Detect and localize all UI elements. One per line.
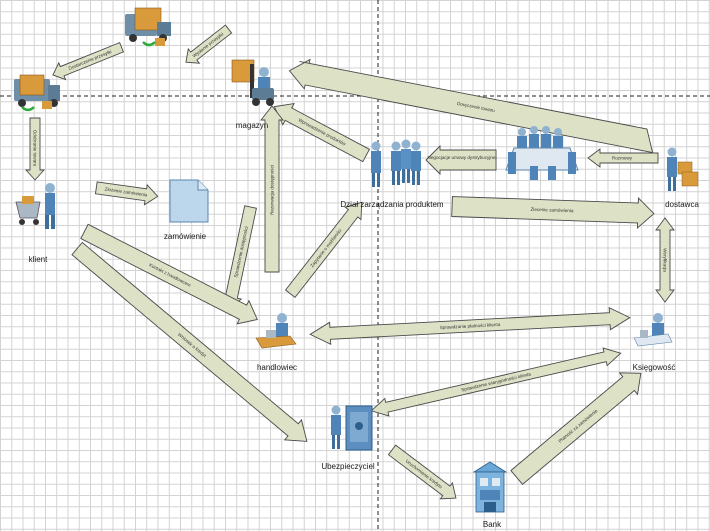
customer-with-cart-icon <box>15 183 55 229</box>
arrow-label: Złożenie zamówienia <box>104 187 148 198</box>
arrow-rezerwacja-dostepnosci: Rezerwacja dostępności <box>260 105 284 273</box>
arrow-sprawdzanie-platnosci: Sprawdzanie płatności klienta <box>309 306 631 346</box>
arrow-label: Negocjacje umowy dystrybucyjnej <box>428 155 497 160</box>
arrow-weryfikacja: Weryfikacja <box>655 217 675 303</box>
accountant-icon <box>633 313 673 347</box>
node-label-zamowienie: zamówienie <box>164 232 207 241</box>
arrow-uruchomienie-kredytu: Uruchomienie kredytu <box>387 444 457 500</box>
bank-building-icon <box>472 461 508 513</box>
arrow-label: Zlecenie zamówienia <box>530 207 573 214</box>
salesperson-icon <box>255 313 297 349</box>
node-label-dzial: Dział zarządzania produktem <box>340 200 443 209</box>
insurer-safe-icon <box>331 405 373 451</box>
arrow-odebranie-towaru: Odebranie towaru <box>24 117 46 181</box>
arrow-label: Weryfikacja <box>663 248 668 272</box>
delivery-truck-icon <box>14 74 60 112</box>
arrow-label: Rozmowy <box>612 156 633 161</box>
delivery-truck-icon <box>125 7 171 47</box>
arrow-dostarczenie-przesylki: Dostarczenie przesyłki <box>52 42 124 81</box>
arrow-zlozenie-zamowienia: Złożenie zamówienia <box>94 181 159 206</box>
people-group-icon <box>371 139 421 187</box>
arrow-rozmowy: Rozmowy <box>587 148 659 168</box>
arrow-label: Wprowadzenie produktów <box>297 117 347 147</box>
arrow-platnosc-za-zamowienie: Płatność za zamówienie <box>510 372 642 485</box>
node-label-klient: klient <box>29 255 48 264</box>
arrow-wyslanie-przesylki: Wysłanie przesyłki <box>185 24 233 64</box>
arrow-label: Odebranie towaru <box>33 130 38 167</box>
forklift-icon <box>231 59 274 106</box>
arrow-label: Sprawdzanie płatności klienta <box>440 322 501 330</box>
arrow-label: Wysłanie przesyłki <box>192 31 225 58</box>
document-icon <box>169 179 209 223</box>
arrow-label: Rezerwacja dostępności <box>270 165 275 215</box>
node-label-bank: Bank <box>483 520 502 529</box>
arrow-label: Uruchomienie kredytu <box>405 459 444 490</box>
node-label-handlowiec: handlowiec <box>257 363 297 372</box>
supplier-icon <box>667 147 699 191</box>
node-label-ubezpieczyciel: Ubezpieczyciel <box>321 462 375 471</box>
arrow-label: Sprawdzenie wiarygodności klienta <box>461 371 532 392</box>
node-label-magazyn: magazyn <box>236 121 268 130</box>
arrow-label: Dostarczenie przesyłki <box>68 49 112 71</box>
arrow-wprowadzenie-produktow: Wprowadzenie produktów <box>273 102 371 163</box>
node-label-dostawca: dostawca <box>665 200 699 209</box>
arrow-doreczenie-towaru: Doręczenie towaru <box>288 58 654 154</box>
arrow-negocjacje-umowy: Negocjacje umowy dystrybucyjnej <box>425 144 497 176</box>
arrow-zapytanie-o-mozliwosci: Zapytanie o możliwości <box>284 201 363 299</box>
node-label-ksiegowosc: Księgowość <box>633 363 676 372</box>
arrow-label: Zapytanie o możliwości <box>309 228 342 269</box>
arrow-zlecenie-zamowienia: Zlecenie zamówienia <box>451 196 655 230</box>
meeting-table-icon <box>505 126 579 180</box>
